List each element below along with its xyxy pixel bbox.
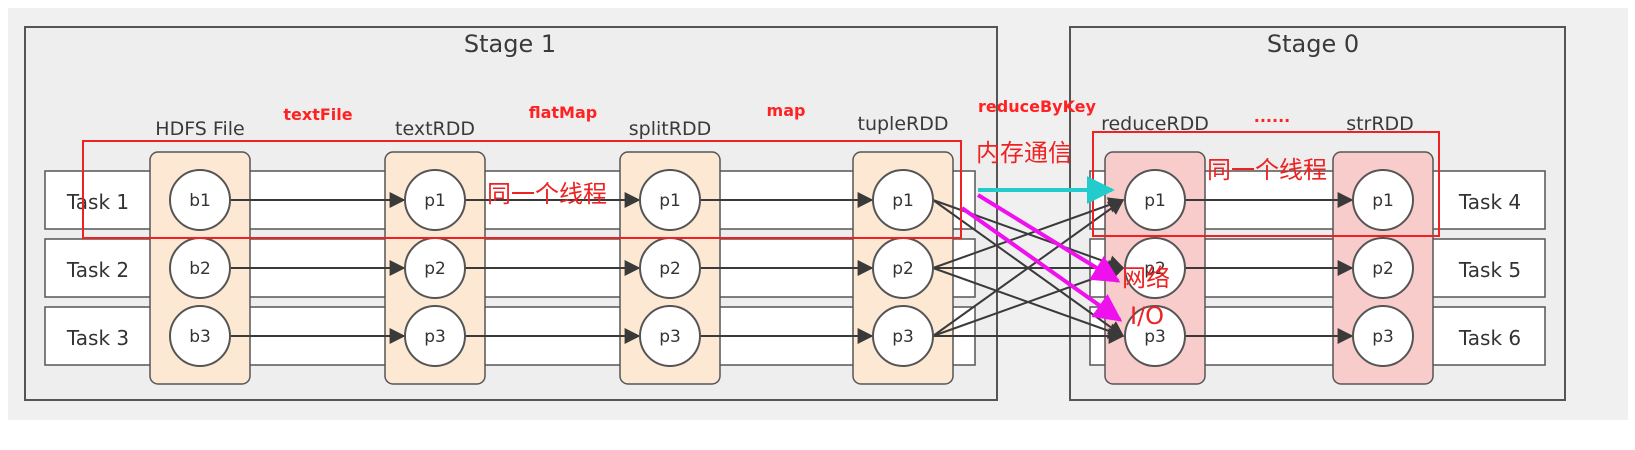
stage1-title: Stage 1 <box>464 30 556 58</box>
node-reduce-p2 <box>1124 237 1186 299</box>
node-label-text-p3: p3 <box>424 327 446 347</box>
annotation-same-thread-left: 同一个线程 <box>487 180 607 208</box>
node-tuple-p3 <box>872 305 934 367</box>
annotation-network-line2: I/O <box>1130 302 1164 330</box>
task-label-3: Task 3 <box>66 326 129 350</box>
node-reduce-p1 <box>1124 169 1186 231</box>
column-hdfs-label: HDFS File <box>155 118 244 140</box>
op-map: map <box>767 101 806 120</box>
node-reduce-p3 <box>1124 305 1186 367</box>
node-text-p1 <box>404 169 466 231</box>
stage0-title: Stage 0 <box>1267 30 1359 58</box>
column-str-label: strRDD <box>1346 113 1414 135</box>
node-str-p2 <box>1352 237 1414 299</box>
task-label-5: Task 5 <box>1458 258 1521 282</box>
node-label-hdfs-b3: b3 <box>189 327 211 347</box>
node-split-p1 <box>639 169 701 231</box>
node-label-hdfs-b1: b1 <box>189 191 211 211</box>
column-reduce-label: reduceRDD <box>1101 113 1209 135</box>
op-textfile: textFile <box>283 105 352 124</box>
node-str-p3 <box>1352 305 1414 367</box>
partition-nodes <box>169 169 1414 367</box>
column-tuple-label: tupleRDD <box>858 113 949 135</box>
node-label-str-p1: p1 <box>1372 191 1394 211</box>
node-label-tuple-p2: p2 <box>892 259 914 279</box>
task-label-4: Task 4 <box>1458 190 1521 214</box>
node-tuple-p1 <box>872 169 934 231</box>
node-label-reduce-p3: p3 <box>1144 327 1166 347</box>
node-str-p1 <box>1352 169 1414 231</box>
node-label-text-p1: p1 <box>424 191 446 211</box>
annotation-same-thread-right: 同一个线程 <box>1207 156 1327 184</box>
annotation-memory-comm: 内存通信 <box>976 139 1072 167</box>
column-text-label: textRDD <box>395 118 475 140</box>
narrow-dependency-arrows <box>230 192 1354 344</box>
node-label-reduce-p2: p2 <box>1144 259 1166 279</box>
node-hdfs-b1 <box>169 169 231 231</box>
node-label-split-p2: p2 <box>659 259 681 279</box>
network-io-arrow-2 <box>960 206 1123 322</box>
node-hdfs-b3 <box>169 305 231 367</box>
op-flatmap: flatMap <box>529 103 597 122</box>
network-io-arrow-1 <box>976 193 1121 283</box>
node-label-tuple-p1: p1 <box>892 191 914 211</box>
node-label-hdfs-b2: b2 <box>189 259 211 279</box>
column-split-label: splitRDD <box>629 118 711 140</box>
node-label-reduce-p1: p1 <box>1144 191 1166 211</box>
task-label-2: Task 2 <box>66 258 129 282</box>
op-reducebykey: reduceByKey <box>978 97 1097 116</box>
same-thread-box-left <box>82 140 962 239</box>
op-ellipsis: ...... <box>1254 107 1290 126</box>
task-label-6: Task 6 <box>1458 326 1521 350</box>
annotation-network-line1: 网络 <box>1122 264 1170 292</box>
node-label-tuple-p3: p3 <box>892 327 914 347</box>
node-text-p3 <box>404 305 466 367</box>
node-label-split-p1: p1 <box>659 191 681 211</box>
node-label-split-p3: p3 <box>659 327 681 347</box>
node-label-str-p2: p2 <box>1372 259 1394 279</box>
task-label-1: Task 1 <box>66 190 129 214</box>
node-label-str-p3: p3 <box>1372 327 1394 347</box>
node-label-text-p2: p2 <box>424 259 446 279</box>
node-split-p3 <box>639 305 701 367</box>
